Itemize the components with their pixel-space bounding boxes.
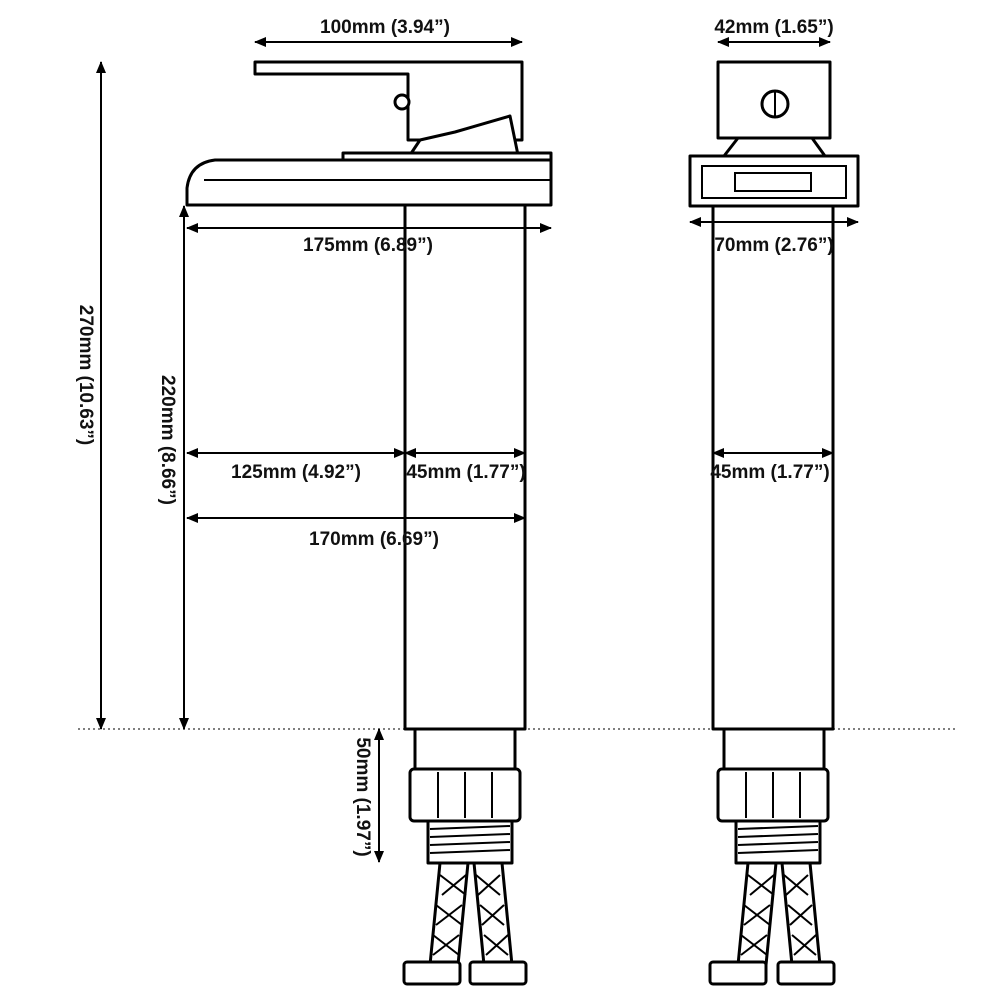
body-diameter-side-label: 45mm (1.77”) — [710, 462, 829, 483]
spout-length-label: 175mm (6.89”) — [303, 235, 433, 256]
dimension-lines — [96, 37, 859, 863]
front-handle-lever — [253, 60, 524, 142]
front-body — [403, 203, 527, 731]
side-hose-end-left — [708, 960, 768, 986]
dimension-labels: 100mm (3.94”) 42mm (1.65”) 175mm (6.89”)… — [75, 17, 834, 857]
body-height-label: 220mm (8.66”) — [157, 375, 178, 505]
handle-width-label: 42mm (1.65”) — [714, 17, 833, 38]
fitting-length-label: 50mm (1.97”) — [352, 737, 373, 856]
overall-reach-label: 170mm (6.69”) — [309, 529, 439, 550]
base-width-label: 70mm (2.76”) — [714, 235, 833, 256]
side-body — [711, 204, 835, 731]
side-handle-neck — [722, 136, 827, 158]
handle-length-label: 100mm (3.94”) — [320, 17, 450, 38]
front-handle-screw — [393, 93, 411, 111]
side-view — [688, 60, 860, 986]
side-hose-end-right — [776, 960, 836, 986]
front-hose-end-right — [468, 960, 528, 986]
total-height-label: 270mm (10.63”) — [75, 305, 96, 445]
front-hose-end-left — [402, 960, 462, 986]
front-collar — [413, 727, 517, 771]
body-diameter-front-label: 45mm (1.77”) — [406, 462, 525, 483]
front-spout — [185, 158, 553, 207]
reach-label: 125mm (4.92”) — [231, 462, 361, 483]
side-collar — [722, 727, 826, 771]
front-view — [185, 60, 553, 986]
